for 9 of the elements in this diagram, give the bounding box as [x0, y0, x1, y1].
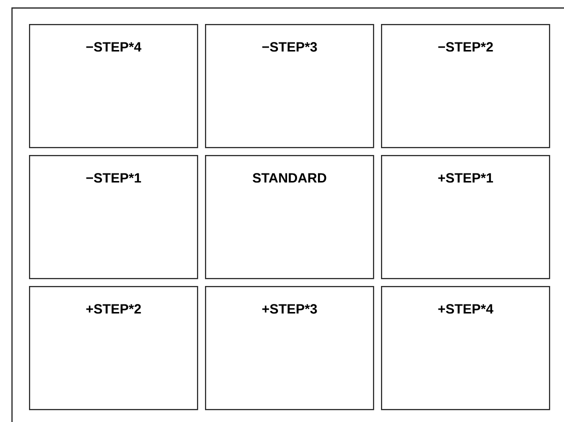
- step-box: −STEP*1: [29, 155, 198, 280]
- step-box: −STEP*2: [381, 24, 550, 148]
- step-box: −STEP*3: [205, 24, 374, 148]
- step-box: +STEP*2: [29, 286, 198, 410]
- step-box: STANDARD: [205, 155, 374, 280]
- step-box: −STEP*4: [29, 24, 198, 148]
- step-box: +STEP*1: [381, 155, 550, 280]
- step-box: +STEP*3: [205, 286, 374, 410]
- step-box: +STEP*4: [381, 286, 550, 410]
